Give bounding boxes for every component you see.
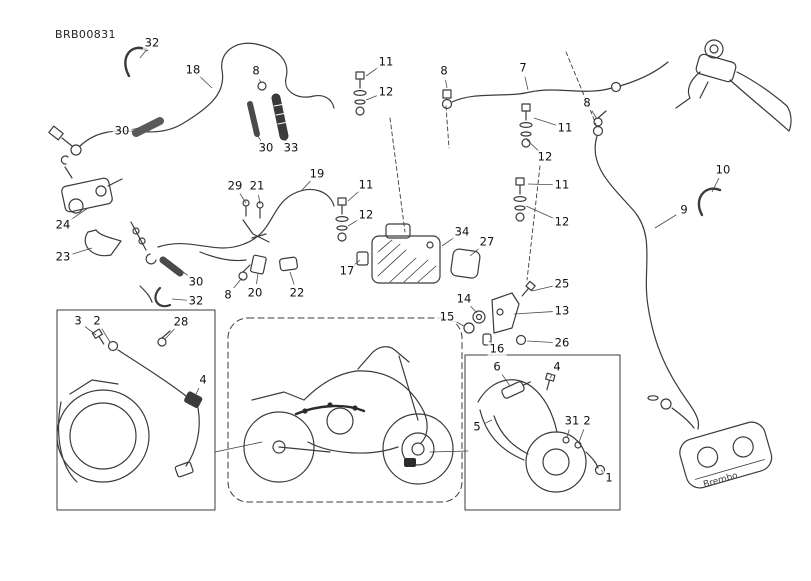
part-callout-4[interactable]: 4 bbox=[551, 359, 563, 374]
rear-caliper: Brembo bbox=[647, 395, 773, 490]
diagram-code: BRB00831 bbox=[55, 28, 116, 41]
part-callout-30[interactable]: 30 bbox=[186, 274, 206, 289]
part-callout-8[interactable]: 8 bbox=[581, 95, 593, 110]
part-callout-24[interactable]: 24 bbox=[53, 217, 73, 232]
part-callout-33[interactable]: 33 bbox=[281, 140, 301, 155]
part-callout-1[interactable]: 1 bbox=[603, 470, 615, 485]
part-callout-11[interactable]: 11 bbox=[376, 54, 396, 69]
part-callout-4[interactable]: 4 bbox=[197, 372, 209, 387]
rear-sensor-assembly bbox=[477, 372, 606, 493]
part-callout-5[interactable]: 5 bbox=[471, 419, 483, 434]
part-callout-11[interactable]: 11 bbox=[356, 177, 376, 192]
pad-27 bbox=[450, 248, 481, 279]
bracket-23 bbox=[84, 229, 122, 257]
part-callout-12[interactable]: 12 bbox=[356, 207, 376, 222]
front-brake-hose-18 bbox=[48, 42, 335, 156]
banjo-bolt-stacks bbox=[335, 71, 533, 242]
protective-sleeves-30-33 bbox=[247, 81, 289, 141]
part-callout-13[interactable]: 13 bbox=[552, 303, 572, 318]
part-callout-11[interactable]: 11 bbox=[555, 120, 575, 135]
sensor-bracket-parts bbox=[238, 199, 298, 281]
part-callout-8[interactable]: 8 bbox=[438, 63, 450, 78]
part-callout-3[interactable]: 3 bbox=[72, 313, 84, 328]
part-callout-12[interactable]: 12 bbox=[376, 84, 396, 99]
abs-bracket-13-group bbox=[463, 280, 536, 346]
part-callout-31[interactable]: 31 bbox=[562, 413, 582, 428]
part-callout-8[interactable]: 8 bbox=[222, 287, 234, 302]
part-callout-6[interactable]: 6 bbox=[491, 359, 503, 374]
part-callout-27[interactable]: 27 bbox=[477, 234, 497, 249]
abs-unit-34 bbox=[356, 223, 441, 284]
part-callout-30[interactable]: 30 bbox=[112, 123, 132, 138]
part-callout-18[interactable]: 18 bbox=[183, 62, 203, 77]
fitting-chain bbox=[130, 221, 184, 308]
part-callout-19[interactable]: 19 bbox=[307, 166, 327, 181]
part-callout-8[interactable]: 8 bbox=[250, 63, 262, 78]
part-callout-23[interactable]: 23 bbox=[53, 249, 73, 264]
part-callout-26[interactable]: 26 bbox=[552, 335, 572, 350]
part-callout-2[interactable]: 2 bbox=[91, 313, 103, 328]
part-callout-22[interactable]: 22 bbox=[287, 285, 307, 300]
part-callout-25[interactable]: 25 bbox=[552, 276, 572, 291]
part-callout-2[interactable]: 2 bbox=[581, 413, 593, 428]
construction-lines bbox=[389, 51, 597, 281]
clip-32-icon bbox=[124, 46, 149, 78]
part-callout-21[interactable]: 21 bbox=[247, 178, 267, 193]
part-callout-32[interactable]: 32 bbox=[142, 35, 162, 50]
part-callout-15[interactable]: 15 bbox=[437, 309, 457, 324]
part-callout-9[interactable]: 9 bbox=[678, 202, 690, 217]
part-callout-34[interactable]: 34 bbox=[452, 224, 472, 239]
part-callout-32[interactable]: 32 bbox=[186, 293, 206, 308]
rear-sensor-box bbox=[464, 354, 621, 511]
part-callout-11[interactable]: 11 bbox=[552, 177, 572, 192]
part-callout-10[interactable]: 10 bbox=[713, 162, 733, 177]
part-callout-20[interactable]: 20 bbox=[245, 285, 265, 300]
brake-hose-19 bbox=[157, 189, 335, 262]
part-callout-12[interactable]: 12 bbox=[552, 214, 572, 229]
part-callout-12[interactable]: 12 bbox=[535, 149, 555, 164]
brake-hose-7 bbox=[441, 61, 669, 127]
front-sensor-box bbox=[56, 309, 216, 511]
part-callout-14[interactable]: 14 bbox=[454, 291, 474, 306]
part-callout-17[interactable]: 17 bbox=[337, 263, 357, 278]
part-callout-30[interactable]: 30 bbox=[256, 140, 276, 155]
part-callout-7[interactable]: 7 bbox=[517, 60, 529, 75]
part-callout-16[interactable]: 16 bbox=[487, 341, 507, 356]
rear-brake-hose-9 bbox=[592, 125, 700, 430]
part-callout-28[interactable]: 28 bbox=[171, 314, 191, 329]
part-callout-29[interactable]: 29 bbox=[225, 178, 245, 193]
front-brake-lever-assembly bbox=[675, 39, 792, 132]
front-master-cylinder-24 bbox=[60, 155, 123, 214]
motorcycle-panel bbox=[214, 317, 469, 503]
clip-10-icon bbox=[697, 187, 722, 217]
front-sensor-assembly bbox=[56, 328, 203, 483]
caliper-brand-text: Brembo bbox=[702, 471, 739, 490]
